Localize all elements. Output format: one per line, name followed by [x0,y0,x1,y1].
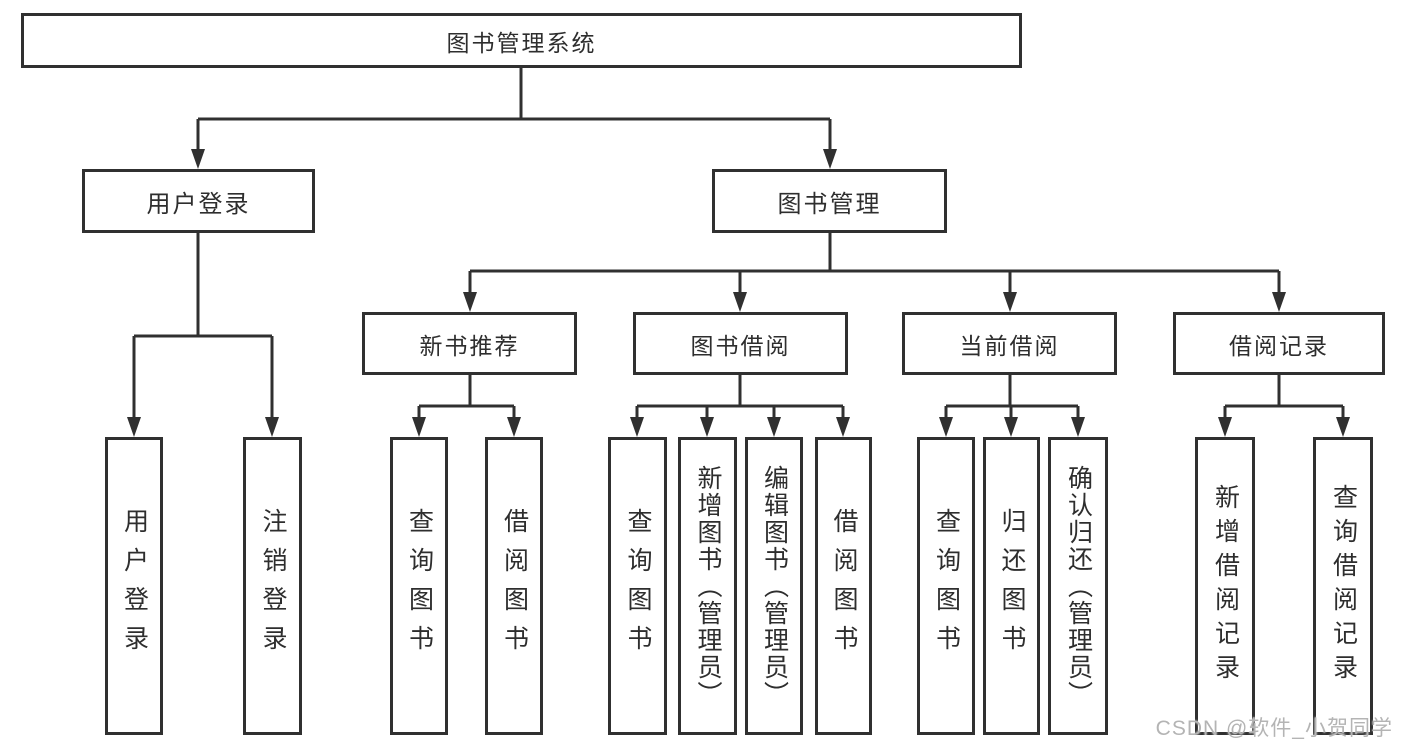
leaf-add-book-admin: 新增图书（管理员） [678,437,737,735]
node-new-book-recommend: 新书推荐 [362,312,577,375]
leaf-return-books-label: 归还图书 [998,508,1026,664]
leaf-borrow-books-1-label: 借阅图书 [500,508,529,664]
leaf-return-books: 归还图书 [983,437,1040,735]
leaf-confirm-return-admin-label: 确认归还（管理员） [1064,464,1093,708]
node-borrow-records-label: 借阅记录 [1229,332,1329,359]
node-library-system: 图书管理系统 [21,13,1022,68]
leaf-query-books-3-label: 查询图书 [932,508,961,664]
node-user-login: 用户登录 [82,169,315,233]
node-book-management: 图书管理 [712,169,947,233]
leaf-borrow-books-1: 借阅图书 [485,437,543,735]
node-book-borrowing-label: 图书借阅 [690,332,791,359]
leaf-add-borrow-record-label: 新增借阅记录 [1211,484,1240,688]
csdn-watermark: CSDN @软件_小贺同学 [1155,717,1393,740]
leaf-query-books-2: 查询图书 [608,437,667,735]
leaf-edit-book-admin-label: 编辑图书（管理员） [760,464,789,708]
node-book-borrowing: 图书借阅 [633,312,848,375]
leaf-logout: 注销登录 [243,437,302,735]
leaf-user-login: 用户登录 [105,437,163,735]
leaf-query-books-2-label: 查询图书 [624,508,652,664]
node-user-login-label: 用户登录 [146,190,251,218]
arrowheads [127,149,1350,437]
node-new-book-recommend-label: 新书推荐 [419,332,520,359]
node-current-borrowing: 当前借阅 [902,312,1117,375]
leaf-query-books-1-label: 查询图书 [405,508,434,664]
leaf-query-books-3: 查询图书 [917,437,975,735]
node-book-management-label: 图书管理 [777,190,882,218]
leaf-edit-book-admin: 编辑图书（管理员） [745,437,803,735]
leaf-borrow-books-2-label: 借阅图书 [830,508,858,664]
leaf-logout-label: 注销登录 [259,508,287,664]
leaf-confirm-return-admin: 确认归还（管理员） [1048,437,1108,735]
leaf-user-login-label: 用户登录 [120,508,149,664]
leaf-query-borrow-record-label: 查询借阅记录 [1329,484,1358,688]
node-borrow-records: 借阅记录 [1173,312,1385,375]
node-current-borrowing-label: 当前借阅 [959,332,1060,359]
leaf-add-book-admin-label: 新增图书（管理员） [694,464,722,708]
leaf-borrow-books-2: 借阅图书 [815,437,872,735]
node-library-system-label: 图书管理系统 [446,29,597,56]
leaf-add-borrow-record: 新增借阅记录 [1195,437,1255,735]
leaf-query-books-1: 查询图书 [390,437,448,735]
leaf-query-borrow-record: 查询借阅记录 [1313,437,1373,735]
